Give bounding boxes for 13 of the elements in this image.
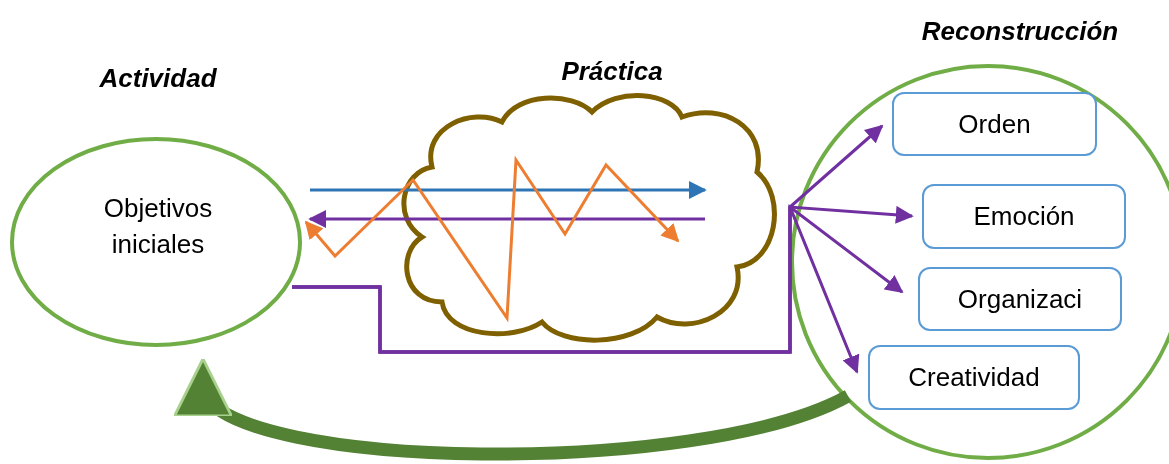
rounded-box: Orden <box>892 92 1097 156</box>
heading: Reconstrucción <box>920 15 1120 48</box>
rounded-box: Emoción <box>922 184 1126 249</box>
arrow <box>310 181 707 199</box>
rounded-box: Organizaci <box>918 267 1122 331</box>
arrow <box>304 155 680 323</box>
arrow <box>292 205 860 374</box>
node-text: Objetivos iniciales <box>102 192 214 261</box>
rounded-box: Creatividad <box>868 345 1080 410</box>
heading: Actividad <box>98 62 218 95</box>
curved-arrow <box>172 357 851 461</box>
arrow <box>308 210 705 228</box>
heading: Práctica <box>560 55 664 88</box>
